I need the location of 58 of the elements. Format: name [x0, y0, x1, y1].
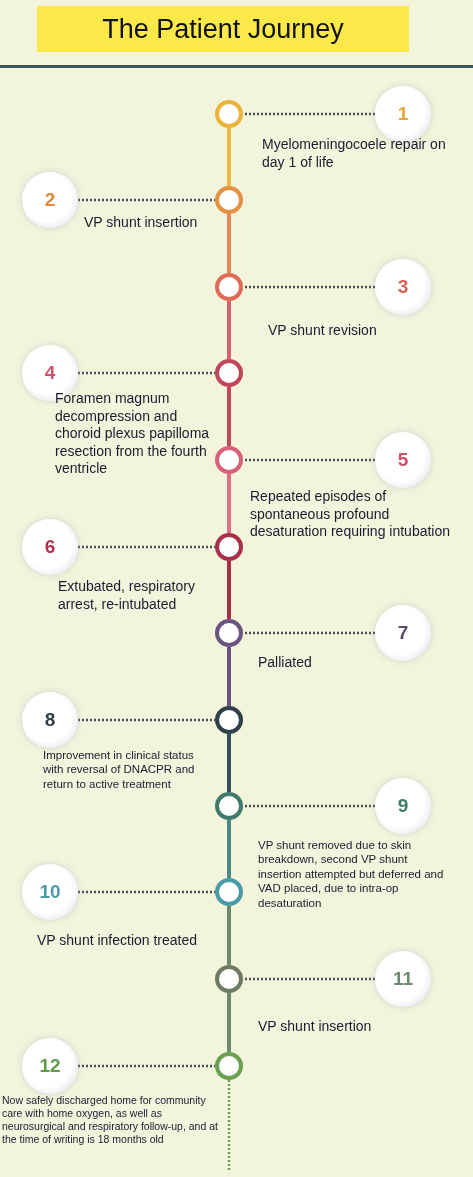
- timeline-segment: [227, 387, 231, 446]
- timeline-ring: [215, 273, 243, 301]
- step-number-badge: 9: [375, 778, 431, 834]
- timeline-segment: [227, 734, 231, 792]
- step-description: VP shunt infection treated: [37, 932, 199, 950]
- timeline-ring: [215, 359, 243, 387]
- timeline-ring: [215, 965, 243, 993]
- timeline-ring: [215, 100, 243, 128]
- leader-line: [78, 198, 215, 202]
- leader-line: [243, 631, 375, 635]
- step-description: VP shunt insertion: [258, 1018, 373, 1036]
- step-number-badge: 12: [22, 1038, 78, 1094]
- timeline-segment: [227, 561, 231, 619]
- timeline-ring: [215, 533, 243, 561]
- step-description: Repeated episodes of spontaneous profound desaturation requiring intubation: [250, 488, 452, 541]
- step-number-badge: 6: [22, 519, 78, 575]
- timeline-segment: [227, 128, 231, 186]
- step-description: VP shunt insertion: [84, 214, 199, 232]
- step-number-badge: 8: [22, 692, 78, 748]
- step-description: Palliated: [258, 654, 313, 672]
- leader-line: [243, 285, 375, 289]
- leader-line: [78, 718, 215, 722]
- timeline-segment: [227, 906, 231, 965]
- timeline-ring: [215, 1052, 243, 1080]
- leader-line: [243, 804, 375, 808]
- timeline-ring: [215, 619, 243, 647]
- title-banner: The Patient Journey: [37, 6, 409, 52]
- leader-line: [243, 977, 375, 981]
- step-number-badge: 10: [22, 864, 78, 920]
- timeline-ring: [215, 706, 243, 734]
- step-description: Extubated, respiratory arrest, re-intubated: [58, 578, 196, 613]
- timeline-segment: [227, 820, 231, 878]
- leader-line: [243, 458, 375, 462]
- leader-line: [243, 112, 375, 116]
- timeline-segment: [227, 993, 231, 1052]
- step-description: Improvement in clinical status with reversal of DNACPR and return to active treatment: [43, 748, 196, 792]
- leader-line: [78, 371, 215, 375]
- step-number-badge: 11: [375, 951, 431, 1007]
- timeline-segment: [227, 474, 231, 533]
- timeline-segment: [227, 214, 231, 273]
- step-number-badge: 5: [375, 432, 431, 488]
- timeline-segment: [227, 647, 231, 706]
- step-number-badge: 2: [22, 172, 78, 228]
- timeline-ring: [215, 186, 243, 214]
- step-number-badge: 3: [375, 259, 431, 315]
- step-description: VP shunt revision: [268, 322, 378, 340]
- leader-line: [78, 890, 215, 894]
- timeline-ring: [215, 446, 243, 474]
- timeline-ring: [215, 878, 243, 906]
- step-description: VP shunt removed due to skin breakdown, second VP shunt insertion attempted but deferred and VAD placed, due to intra-op desaturation: [258, 838, 445, 910]
- leader-line: [78, 1064, 215, 1068]
- step-description: Now safely discharged home for community care with home oxygen, as well as neurosurgical and respiratory follow-up, and at the time of writing is 18 months old: [2, 1094, 219, 1147]
- step-description: Foramen magnum decompression and choroid plexus papilloma resection from the fourth ventricle: [55, 390, 211, 478]
- leader-line: [78, 545, 215, 549]
- timeline-ring: [215, 792, 243, 820]
- timeline-segment: [227, 301, 231, 359]
- dotted-tail-line: [227, 1080, 231, 1172]
- step-number-badge: 7: [375, 605, 431, 661]
